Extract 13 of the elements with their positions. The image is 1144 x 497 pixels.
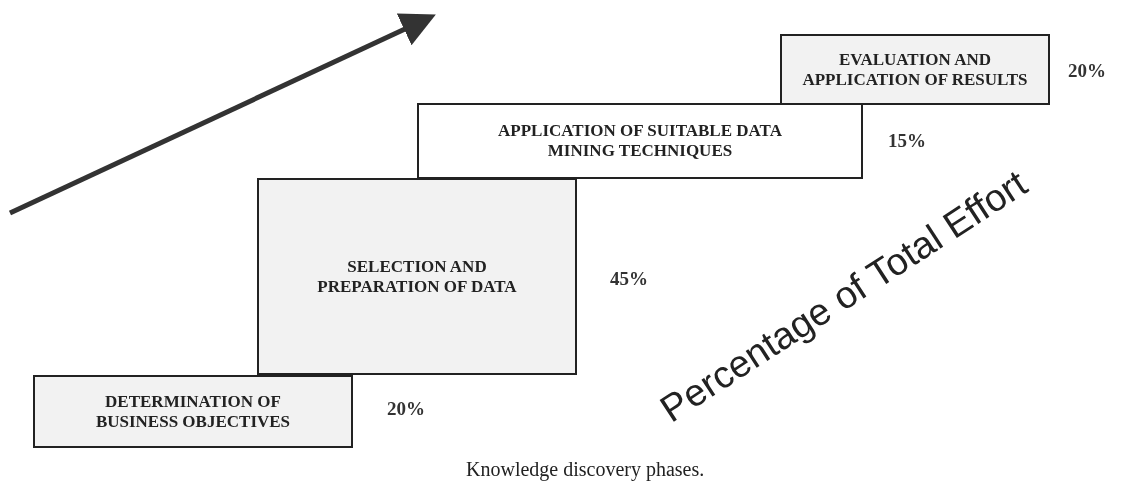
caption: Knowledge discovery phases. <box>466 458 705 481</box>
phase-label: SELECTION AND PREPARATION OF DATA <box>316 256 518 297</box>
percentage-label: 20% <box>1068 60 1106 82</box>
percentage-label: 45% <box>610 268 648 290</box>
phase-box <box>257 178 577 375</box>
phase-box <box>417 103 863 179</box>
phase-box <box>33 375 353 448</box>
phase-label: EVALUATION AND APPLICATION OF RESULTS <box>802 49 1028 90</box>
phase-label: APPLICATION OF SUITABLE DATA MINING TECHNIQUES <box>497 121 783 161</box>
percentage-label: 20% <box>387 398 425 420</box>
phase-box <box>780 34 1050 105</box>
percentage-label: 15% <box>888 130 926 152</box>
phase-label: DETERMINATION OF BUSINESS OBJECTIVES <box>94 391 292 432</box>
